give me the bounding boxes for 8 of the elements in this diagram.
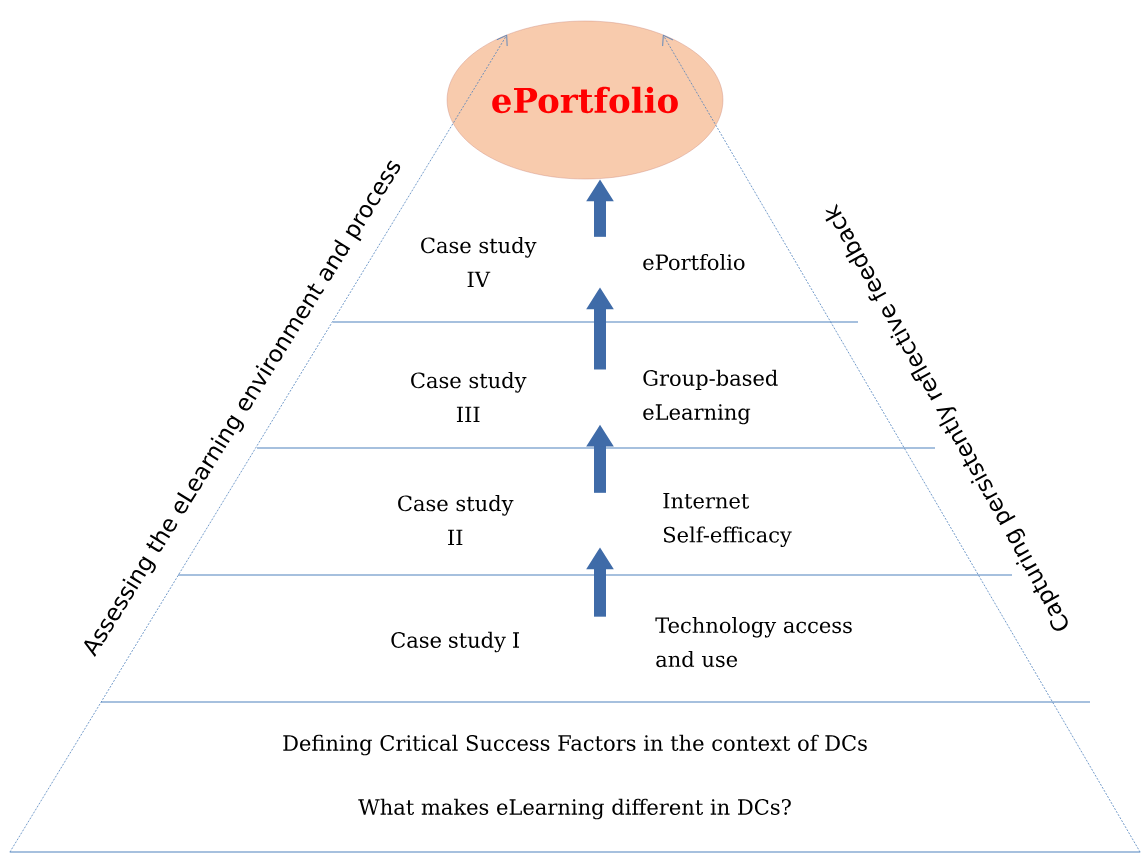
oval: ePortfolio — [446, 20, 724, 180]
pyramid-base: Defining Critical Success Factors in the context of DCs What makes eLearning different in DCs? — [9, 734, 1141, 853]
pyramid-level: Case study II Internet Self-efficacy — [398, 493, 792, 547]
arrow — [662, 34, 1141, 853]
arrow — [9, 34, 508, 853]
pyramid-level: Case study IV ePortfolio — [421, 237, 745, 287]
pyramid-level: Case study I Technology access and use — [391, 616, 852, 668]
pyramid-level: Case study III Group-based eLearning — [411, 369, 778, 425]
